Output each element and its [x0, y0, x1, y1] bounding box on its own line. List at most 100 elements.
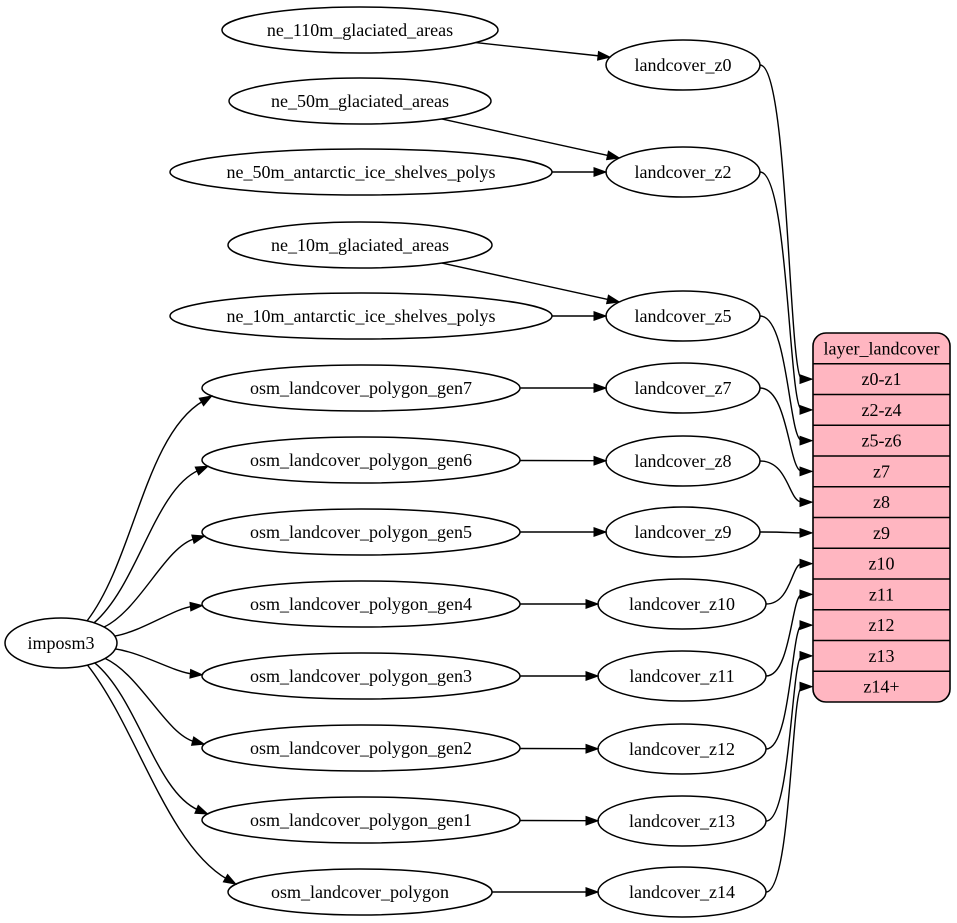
record-row-z12: z12 — [869, 615, 895, 635]
node-label-landcover_z8: landcover_z8 — [635, 451, 732, 471]
edge-osm_landcover_polygon_gen7-to-landcover_z7 — [520, 382, 608, 394]
node-shape-ne_110m_glaciated_areas — [221, 6, 499, 54]
edge-landcover_z2-to-layer_landcover-z2-z4 — [759, 171, 814, 415]
edge-landcover_z0-to-layer_landcover-z0-z1 — [759, 64, 814, 385]
arrowhead — [799, 404, 814, 415]
record-row-z5-z6: z5-z6 — [862, 431, 902, 451]
arrowhead — [593, 526, 608, 538]
edge-landcover_z5-to-layer_landcover-z5-z6 — [759, 315, 814, 446]
edge-line — [765, 655, 803, 822]
node-osm_landcover_polygon_gen2: osm_landcover_polygon_gen2 — [201, 724, 521, 772]
arrowhead — [593, 382, 608, 394]
node-osm_landcover_polygon_gen7: osm_landcover_polygon_gen7 — [201, 364, 521, 412]
edge-line — [759, 460, 803, 503]
edge-osm_landcover_polygon_gen5-to-landcover_z9 — [520, 526, 608, 538]
node-osm_landcover_polygon_gen6: osm_landcover_polygon_gen6 — [201, 436, 521, 484]
edge-line — [759, 531, 803, 534]
edge-line — [103, 538, 196, 628]
edge-landcover_z11-to-layer_landcover-z11 — [765, 589, 814, 677]
node-label-landcover_z9: landcover_z9 — [635, 522, 732, 542]
edge-ne_110m_glaciated_areas-to-landcover_z0 — [475, 41, 612, 61]
arrowhead — [799, 466, 814, 477]
record-row-z11: z11 — [869, 584, 894, 604]
node-ne_50m_antarctic_ice_shelves_polys: ne_50m_antarctic_ice_shelves_polys — [169, 148, 553, 196]
edge-landcover_z10-to-layer_landcover-z10 — [765, 558, 814, 605]
node-label-osm_landcover_polygon_gen3: osm_landcover_polygon_gen3 — [250, 666, 472, 686]
arrowhead — [222, 873, 238, 885]
arrowhead — [799, 527, 814, 538]
arrowhead — [799, 620, 814, 631]
node-label-ne_110m_glaciated_areas: ne_110m_glaciated_areas — [267, 20, 453, 40]
arrowhead — [799, 650, 814, 661]
edge-landcover_z8-to-layer_landcover-z8 — [759, 460, 814, 508]
node-osm_landcover_polygon_gen1: osm_landcover_polygon_gen1 — [201, 796, 521, 844]
edge-line — [94, 662, 199, 811]
arrowhead — [593, 310, 608, 322]
arrowhead — [190, 736, 206, 746]
edge-imposm3-to-osm_landcover_polygon_gen6 — [93, 465, 210, 624]
node-label-osm_landcover_polygon_gen7: osm_landcover_polygon_gen7 — [250, 378, 472, 398]
record-row-z10: z10 — [869, 554, 895, 574]
edge-landcover_z7-to-layer_landcover-z7 — [759, 387, 814, 477]
node-label-osm_landcover_polygon_gen4: osm_landcover_polygon_gen4 — [250, 594, 472, 614]
edge-line — [115, 648, 193, 675]
arrowhead — [605, 150, 621, 161]
arrowhead — [585, 598, 600, 610]
node-imposm3: imposm3 — [4, 617, 118, 669]
edge-imposm3-to-osm_landcover_polygon_gen4 — [114, 601, 204, 637]
node-label-landcover_z2: landcover_z2 — [635, 162, 732, 182]
arrowhead — [585, 670, 600, 682]
edge-imposm3-to-osm_landcover_polygon_gen2 — [104, 657, 206, 746]
record-row-z8: z8 — [873, 492, 890, 512]
edge-imposm3-to-osm_landcover_polygon_gen7 — [86, 395, 214, 622]
edge-landcover_z14-to-layer_landcover-z14+ — [765, 681, 814, 893]
edge-landcover_z9-to-layer_landcover-z9 — [759, 527, 814, 538]
node-landcover_z12: landcover_z12 — [597, 723, 767, 775]
node-shape-imposm3 — [4, 617, 118, 669]
arrowhead — [191, 534, 206, 545]
node-landcover_z13: landcover_z13 — [597, 795, 767, 847]
record-title: layer_landcover — [824, 338, 940, 358]
edge-line — [114, 605, 193, 637]
arrowhead — [799, 681, 814, 692]
edge-ne_10m_antarctic_ice_shelves_polys-to-landcover_z5 — [552, 310, 608, 322]
node-landcover_z5: landcover_z5 — [605, 290, 761, 342]
node-ne_50m_glaciated_areas: ne_50m_glaciated_areas — [228, 77, 492, 125]
edge-imposm3-to-osm_landcover_polygon_gen1 — [94, 662, 209, 815]
node-label-ne_10m_glaciated_areas: ne_10m_glaciated_areas — [271, 235, 449, 255]
edge-line — [765, 562, 803, 605]
node-ne_10m_antarctic_ice_shelves_polys: ne_10m_antarctic_ice_shelves_polys — [169, 292, 553, 340]
arrowhead — [194, 804, 209, 815]
node-landcover_z2: landcover_z2 — [605, 146, 761, 198]
node-label-landcover_z12: landcover_z12 — [629, 739, 735, 759]
node-label-osm_landcover_polygon_gen2: osm_landcover_polygon_gen2 — [250, 738, 472, 758]
edge-line — [104, 657, 195, 743]
edge-landcover_z13-to-layer_landcover-z13 — [765, 650, 814, 822]
record-row-z13: z13 — [869, 646, 895, 666]
arrowhead — [605, 294, 621, 305]
node-label-landcover_z10: landcover_z10 — [629, 594, 735, 614]
edge-line — [86, 664, 228, 880]
record-row-z7: z7 — [873, 461, 890, 481]
edge-osm_landcover_polygon_gen2-to-landcover_z12 — [519, 743, 600, 754]
arrowhead — [593, 166, 608, 178]
edge-ne_50m_glaciated_areas-to-landcover_z2 — [441, 118, 621, 161]
edge-osm_landcover_polygon_gen1-to-landcover_z13 — [519, 815, 600, 826]
edge-imposm3-to-osm_landcover_polygon_gen5 — [103, 534, 206, 628]
node-label-ne_50m_antarctic_ice_shelves_polys: ne_50m_antarctic_ice_shelves_polys — [227, 162, 496, 182]
node-landcover_z11: landcover_z11 — [597, 650, 767, 702]
node-label-osm_landcover_polygon_gen5: osm_landcover_polygon_gen5 — [250, 522, 472, 542]
node-landcover_z7: landcover_z7 — [605, 362, 761, 414]
edge-line — [441, 262, 610, 301]
node-landcover_z14: landcover_z14 — [597, 866, 767, 918]
arrowhead — [585, 743, 600, 754]
edge-line — [93, 469, 200, 624]
edge-imposm3-to-osm_landcover_polygon — [86, 664, 238, 885]
edge-line — [86, 400, 204, 622]
edge-landcover_z12-to-layer_landcover-z12 — [765, 620, 814, 750]
edge-osm_landcover_polygon-to-landcover_z14 — [492, 886, 600, 898]
node-label-landcover_z11: landcover_z11 — [629, 666, 734, 686]
